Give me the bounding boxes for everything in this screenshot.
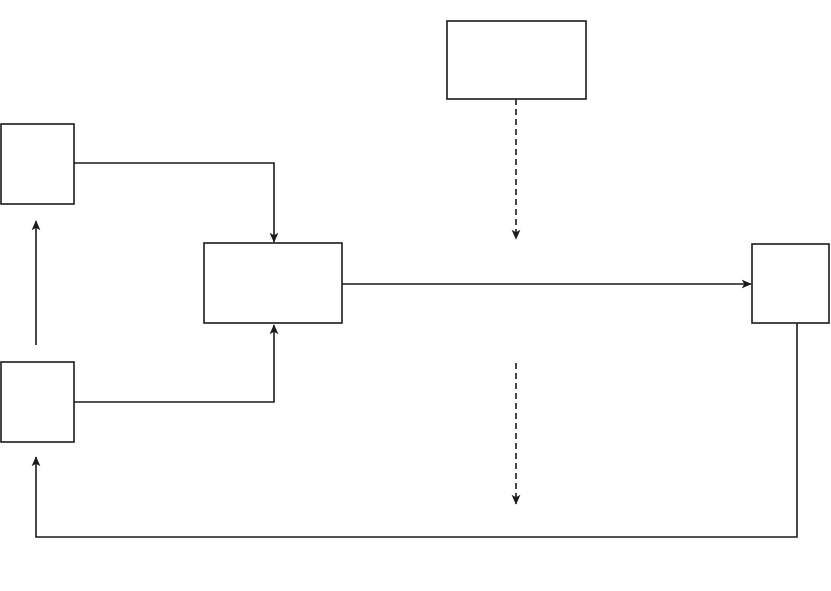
center-box-rect: [203, 242, 343, 324]
lower-left-box: [0, 361, 75, 443]
top-center-box: [446, 20, 587, 100]
lower-left-to-center-arrow: [74, 324, 279, 403]
upper-left-box-rect: [0, 123, 75, 205]
lower-left-box-rect: [0, 361, 75, 443]
right-feedback-to-lower-left-arrow: [31, 323, 798, 538]
top-center-box-rect: [446, 20, 587, 100]
upper-left-to-center-arrow: [74, 162, 279, 243]
right-box: [751, 243, 830, 324]
center-box: [203, 242, 343, 324]
right-box-rect: [751, 243, 830, 324]
upper-left-box: [0, 123, 75, 205]
